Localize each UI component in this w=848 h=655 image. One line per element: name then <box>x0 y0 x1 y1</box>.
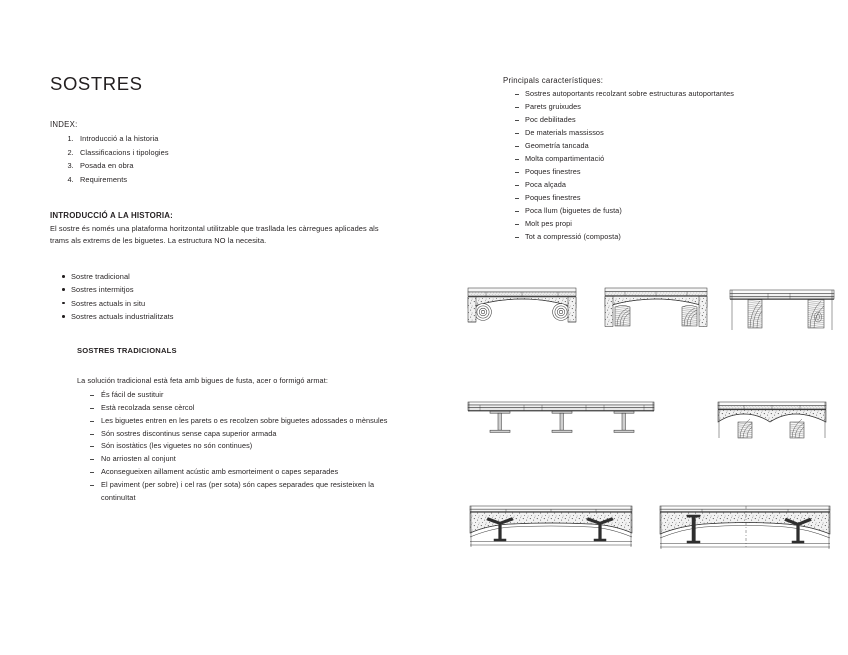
figure-double-vault-on-timber-piers <box>714 398 830 446</box>
list-item: Les biguetes entren en les parets o es r… <box>77 415 390 428</box>
index-list: Introducció a la historia Classificacion… <box>50 132 390 186</box>
list-item: És fácil de sustituir <box>77 389 390 402</box>
list-item: De materials massissos <box>503 127 833 140</box>
introduction-heading: INTRODUCCIÓ A LA HISTORIA: <box>50 211 173 221</box>
traditional-features-list: És fácil de sustituir Està recolzada sen… <box>77 389 390 506</box>
list-item: Són sostres discontinus sense capa super… <box>77 428 390 441</box>
index-item: Classificacions i tipologies <box>76 146 390 159</box>
list-item: Poca alçada <box>503 179 833 192</box>
list-item: Poques finestres <box>503 192 833 205</box>
index-item: Introducció a la historia <box>76 132 390 145</box>
list-item: Poca llum (biguetes de fusta) <box>503 205 833 218</box>
list-item: Geometría tancada <box>503 140 833 153</box>
features-label: Principals característiques: <box>503 76 604 85</box>
list-item: Poques finestres <box>503 166 833 179</box>
page-title: SOSTRES <box>50 73 143 94</box>
index-block: INDEX: Introducció a la historia Classif… <box>50 120 390 186</box>
list-item: Sostres actuals industrialitzats <box>50 310 390 323</box>
list-item: Són isostàtics (les viguetes no són cont… <box>77 440 390 453</box>
list-item: Molta compartimentació <box>503 153 833 166</box>
list-item: Sostre tradicional <box>50 270 390 283</box>
figure-vault-on-steel-beam-and-tie <box>656 503 834 555</box>
introduction-paragraph: El sostre és només una plataforma horitz… <box>50 224 379 246</box>
list-item: El paviment (per sobre) i cel ras (per s… <box>77 479 390 505</box>
list-item: Parets gruixudes <box>503 101 833 114</box>
index-label: INDEX: <box>50 120 78 130</box>
list-item: Tot a compressió (composta) <box>503 231 833 244</box>
features-list: Sostres autoportants recolzant sobre est… <box>503 88 833 244</box>
list-item: Sostres intermitjos <box>50 283 390 296</box>
traditional-heading: SOSTRES TRADICIONALS <box>77 345 177 355</box>
figure-vault-on-timber-beams <box>603 286 709 336</box>
list-item: Sostres autoportants recolzant sobre est… <box>503 88 833 101</box>
index-item: Requirements <box>76 173 390 186</box>
figure-masonry-vault-with-round-corbels <box>466 286 578 336</box>
left-column: SOSTRES INDEX: Introducció a la historia… <box>50 73 390 506</box>
list-item: No arriosten al conjunt <box>77 453 390 466</box>
list-item: Aconsegueixen aillament acústic amb esmo… <box>77 466 390 479</box>
figure-vault-on-steel-t-supports <box>466 503 636 555</box>
index-item: Posada en obra <box>76 159 390 172</box>
right-column: Principals característiques: Sostres aut… <box>503 76 833 244</box>
floor-types-list: Sostre tradicional Sostres intermitjos S… <box>50 270 390 323</box>
traditional-body-block: La solución tradicional està feta amb bi… <box>77 375 390 506</box>
list-item: Sostres actuals in situ <box>50 297 390 310</box>
traditional-lead-paragraph: La solución tradicional està feta amb bi… <box>77 375 328 385</box>
floor-types-block: Sostre tradicional Sostres intermitjos S… <box>50 270 390 323</box>
traditional-heading-block: SOSTRES TRADICIONALS <box>77 346 390 355</box>
introduction-block: INTRODUCCIÓ A LA HISTORIA: El sostre és … <box>50 211 390 247</box>
list-item: Poc debilitades <box>503 114 833 127</box>
figure-flat-floor-on-steel-i-beams <box>466 398 656 446</box>
figure-flat-floor-on-timber-beams <box>728 286 836 336</box>
list-item: Molt pes propi <box>503 218 833 231</box>
list-item: Està recolzada sense cèrcol <box>77 402 390 415</box>
